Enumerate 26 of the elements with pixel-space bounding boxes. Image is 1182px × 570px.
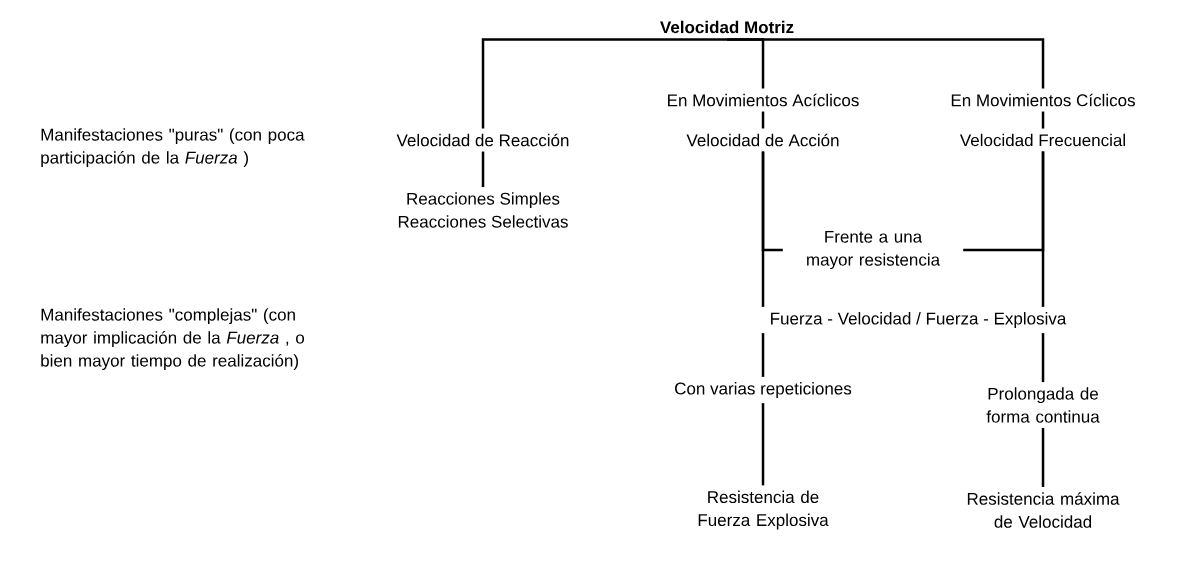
connector-line <box>1041 151 1045 307</box>
category-text: Reacciones Simples Reacciones Selectivas <box>398 192 568 228</box>
title-text: Velocidad Motriz <box>660 20 794 34</box>
connector-line <box>761 403 765 486</box>
category-text: Frente a una mayor resistencia <box>807 230 941 270</box>
connector-line <box>1041 427 1045 487</box>
connector-line <box>727 38 1045 89</box>
side-note: Manifestaciones "complejas" (con mayor implicación de la Fuerza , o bien mayor tiempo de realización) <box>41 308 304 371</box>
category-text: Velocidad de Acción <box>686 133 839 147</box>
category-text: Con varias repeticiones <box>675 382 852 398</box>
connector-line <box>1041 111 1045 129</box>
category-text: Prolongada de forma continua <box>986 387 1100 423</box>
category-text: Resistencia máxima de Velocidad <box>967 492 1120 528</box>
connector-line <box>761 111 765 129</box>
connector-line <box>761 333 765 377</box>
category-text: Velocidad Frecuencial <box>959 133 1125 147</box>
side-note: Manifestaciones "puras" (con poca participación de la Fuerza ) <box>41 128 305 168</box>
category-text: En Movimientos Acíclicos <box>668 93 859 107</box>
category-text: Fuerza - Velocidad / Fuerza - Explosiva <box>771 312 1067 328</box>
connector-line <box>1041 333 1045 383</box>
category-text: Resistencia de Fuerza Explosiva <box>698 490 829 530</box>
connector-line <box>481 38 727 129</box>
category-text: Velocidad de Reacción <box>396 133 569 147</box>
connector-line <box>761 151 765 307</box>
category-text: En Movimientos Cíclicos <box>951 93 1135 107</box>
connector-line <box>481 151 485 188</box>
